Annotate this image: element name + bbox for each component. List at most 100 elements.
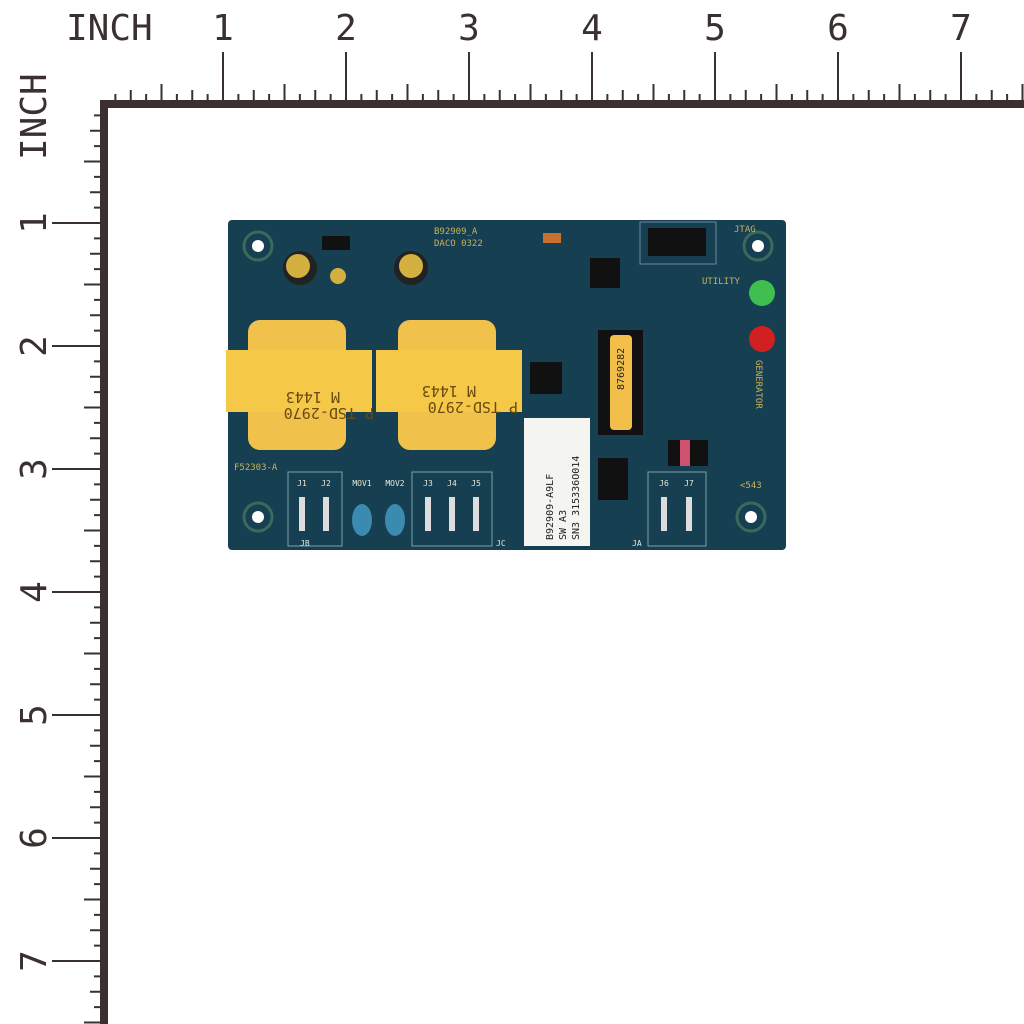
varistor-mov1: [352, 504, 372, 536]
board-id: F52303-A: [234, 463, 278, 473]
ruler-tick: [94, 1006, 100, 1009]
ruler-tick: [90, 621, 100, 624]
ruler-tick: [667, 94, 670, 100]
ruler-tick: [837, 52, 839, 100]
board-code: <543: [740, 481, 762, 491]
group-label: JC: [496, 539, 506, 548]
left-ruler-number: 2: [14, 335, 55, 357]
ruler-tick: [94, 790, 100, 793]
mount-hole: [735, 501, 767, 533]
ruler-tick: [52, 591, 100, 593]
connector-label: J6: [659, 479, 669, 488]
spade-terminal: [473, 497, 479, 531]
ruler-tick: [591, 52, 593, 100]
ruler-tick: [94, 667, 100, 670]
ruler-tick: [145, 94, 148, 100]
top-ruler-unit-label: INCH: [66, 8, 153, 49]
ruler-tick: [975, 94, 978, 100]
top-ruler-number: 5: [704, 8, 726, 49]
ruler-tick: [391, 94, 394, 100]
ruler-tick: [94, 729, 100, 732]
spade-terminal: [661, 497, 667, 531]
top-ruler-edge: [100, 100, 1024, 108]
ruler-tick: [90, 744, 100, 747]
left-ruler-number: 7: [14, 950, 55, 972]
ruler-tick: [575, 94, 578, 100]
ruler-tick: [94, 913, 100, 916]
ruler-tick: [90, 314, 100, 317]
ruler-tick: [191, 90, 194, 100]
ruler-tick: [483, 94, 486, 100]
ruler-tick: [94, 298, 100, 301]
connector-label: J4: [447, 479, 457, 488]
ruler-tick: [898, 84, 901, 100]
ruler-tick: [698, 94, 701, 100]
ruler-tick: [714, 52, 716, 100]
ruler-tick: [498, 90, 501, 100]
ruler-tick: [175, 94, 178, 100]
mount-hole: [242, 230, 274, 262]
ruler-tick: [637, 94, 640, 100]
ruler-tick: [960, 52, 962, 100]
top-ruler-number: 1: [212, 8, 234, 49]
svg-text:P TSD-2970: P TSD-2970: [428, 398, 518, 416]
svg-text:M 1443: M 1443: [286, 388, 340, 406]
ruler-tick: [775, 84, 778, 100]
ruler-tick: [94, 606, 100, 609]
ruler-tick: [94, 114, 100, 117]
ruler-tick: [94, 329, 100, 332]
ruler-tick: [84, 652, 100, 655]
ruler-tick: [84, 898, 100, 901]
ruler-tick: [744, 90, 747, 100]
ruler-tick: [94, 514, 100, 517]
ruler-tick: [90, 683, 100, 686]
ruler-tick: [452, 94, 455, 100]
ruler-tick: [94, 268, 100, 271]
varistor-mov2: [385, 504, 405, 536]
ruler-tick: [94, 145, 100, 148]
diode-d16: [598, 458, 628, 500]
ruler-tick: [345, 52, 347, 100]
left-ruler-unit-label: INCH: [14, 73, 55, 160]
ruler-tick: [52, 468, 100, 470]
ruler-tick: [90, 129, 100, 132]
ruler-tick: [84, 775, 100, 778]
left-ruler-number: 1: [14, 212, 55, 234]
top-ruler-number: 3: [458, 8, 480, 49]
ruler-tick: [206, 94, 209, 100]
circuit-board: B92909_A DACO 0322 JTAG UTILITY GENERATO…: [226, 220, 786, 550]
connector-label: J1: [297, 479, 307, 488]
ruler-tick: [94, 452, 100, 455]
left-ruler-number: 5: [14, 704, 55, 726]
ruler-tick: [84, 1021, 100, 1024]
ruler-tick: [283, 84, 286, 100]
ruler-tick: [94, 883, 100, 886]
ruler-tick: [929, 90, 932, 100]
generator-label: GENERATOR: [753, 360, 763, 409]
ruler-tick: [268, 94, 271, 100]
ruler-tick: [329, 94, 332, 100]
ruler-tick: [760, 94, 763, 100]
mount-hole: [242, 501, 274, 533]
ruler-tick: [298, 94, 301, 100]
left-ruler-number: 4: [14, 581, 55, 603]
utility-label: UTILITY: [702, 277, 741, 287]
svg-text:SN3 315336O014: SN3 315336O014: [571, 456, 582, 540]
ruler-tick: [84, 529, 100, 532]
ruler-tick: [160, 84, 163, 100]
group-label: JB: [300, 539, 310, 548]
connector-group-ja: [647, 471, 707, 547]
spade-terminal: [686, 497, 692, 531]
spade-terminal: [449, 497, 455, 531]
top-ruler-number: 2: [335, 8, 357, 49]
ruler-tick: [421, 94, 424, 100]
crystal: [543, 233, 561, 243]
ruler-tick: [94, 821, 100, 824]
ruler-tick: [990, 90, 993, 100]
ruler-tick: [544, 94, 547, 100]
connector-group-jb: [287, 471, 343, 547]
ruler-tick: [94, 575, 100, 578]
ruler-tick: [94, 483, 100, 486]
ruler-tick: [94, 544, 100, 547]
connector-label: J7: [684, 479, 694, 488]
